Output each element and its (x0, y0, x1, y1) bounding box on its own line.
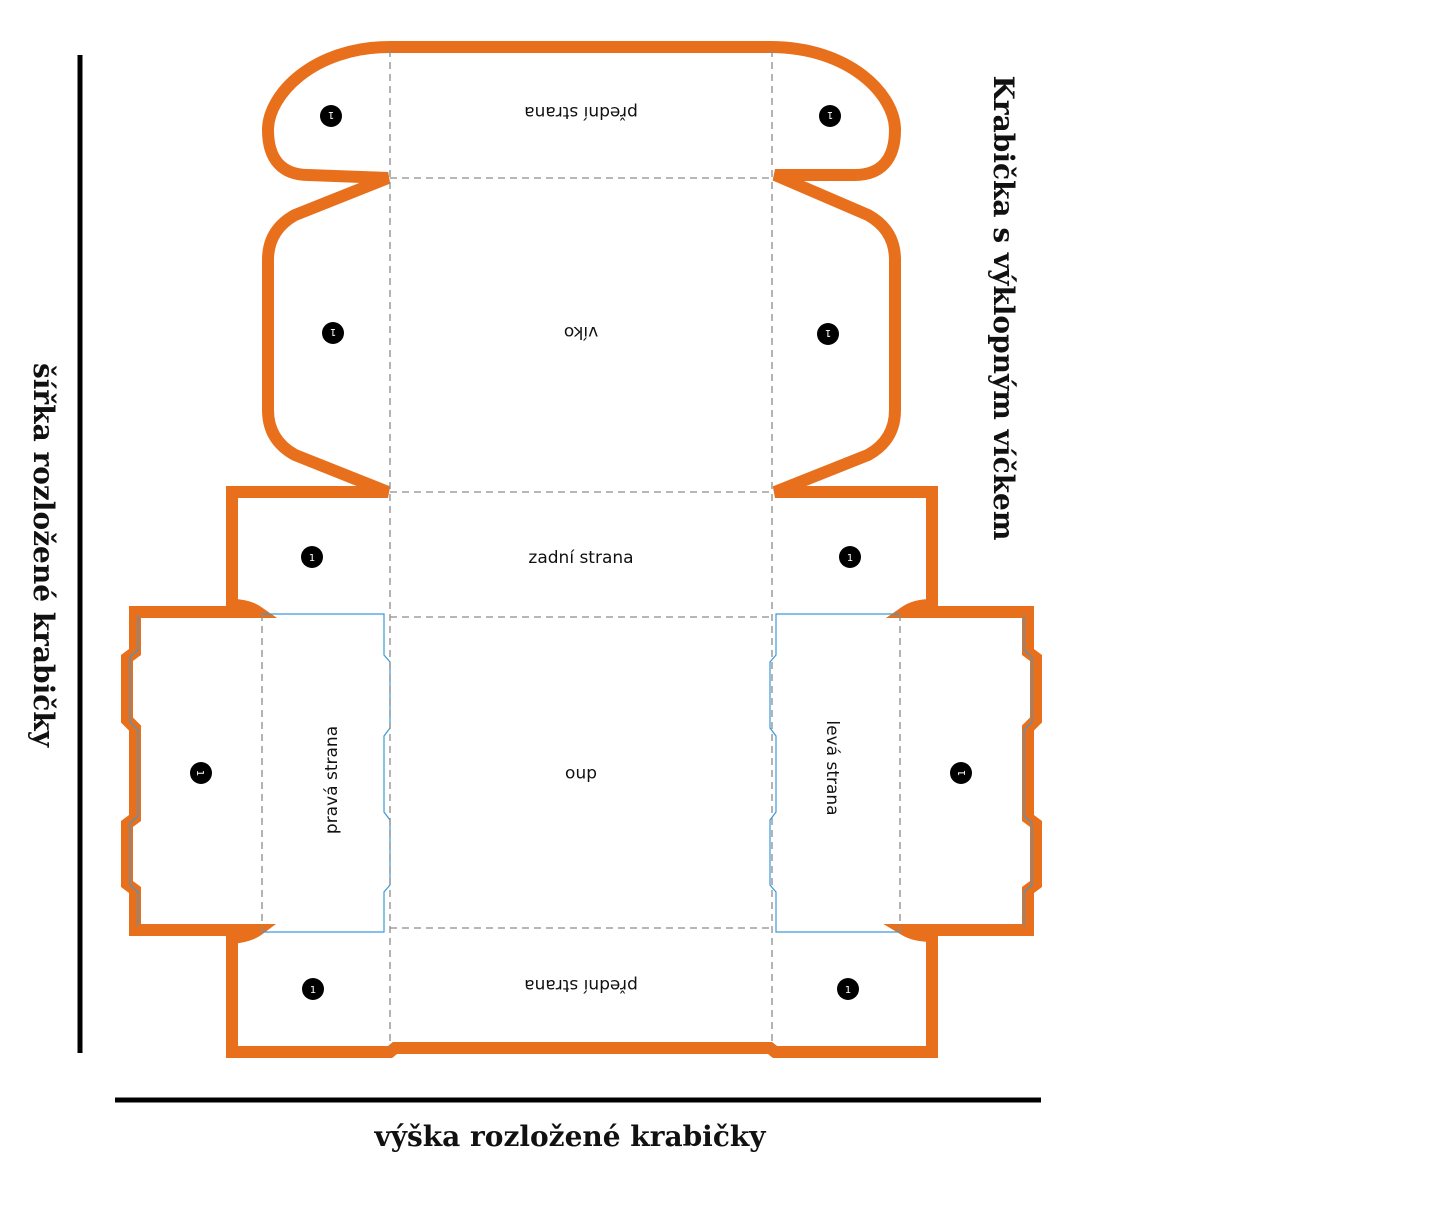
marker-1-icon: 1 (837, 978, 859, 1000)
svg-text:1: 1 (845, 985, 851, 996)
inner-cut-outer-right (1023, 615, 1033, 926)
svg-text:1: 1 (330, 326, 336, 337)
inner-cut-left-side (769, 613, 900, 933)
glue-markers: 1 1 1 1 1 1 1 1 (190, 105, 972, 1000)
inner-cut-right-side (262, 613, 391, 933)
svg-text:1: 1 (310, 985, 316, 996)
svg-text:1: 1 (825, 327, 831, 338)
inner-cut-outer-left (129, 615, 139, 926)
svg-text:1: 1 (309, 553, 315, 564)
marker-1-icon: 1 (301, 546, 323, 568)
cut-outline (121, 41, 1042, 1058)
label-left-side: levá strana (822, 720, 842, 815)
label-back: zadní strana (528, 548, 633, 568)
title: Krabička s výklopným víčkem (987, 76, 1020, 541)
label-bottom: dno (565, 764, 597, 784)
label-lid: víko (564, 322, 598, 342)
svg-text:1: 1 (847, 553, 853, 564)
marker-1-icon: 1 (302, 978, 324, 1000)
horizontal-axis-label: výška rozložené krabičky (373, 1120, 766, 1153)
fold-lines (261, 50, 901, 1048)
marker-1-icon: 1 (839, 546, 861, 568)
svg-text:1: 1 (827, 109, 833, 120)
vertical-axis-label: šířka rozložené krabičky (27, 363, 60, 748)
label-front: přední strana (524, 975, 638, 995)
marker-1-icon: 1 (819, 105, 841, 127)
label-front-flap: přední strana (524, 102, 638, 122)
label-right-side: pravá strana (322, 726, 342, 834)
svg-text:1: 1 (957, 770, 968, 776)
marker-1-icon: 1 (190, 762, 212, 784)
svg-text:1: 1 (194, 770, 205, 776)
svg-text:1: 1 (328, 109, 334, 120)
marker-1-icon: 1 (320, 105, 342, 127)
marker-1-icon: 1 (817, 323, 839, 345)
marker-1-icon: 1 (322, 322, 344, 344)
marker-1-icon: 1 (950, 762, 972, 784)
